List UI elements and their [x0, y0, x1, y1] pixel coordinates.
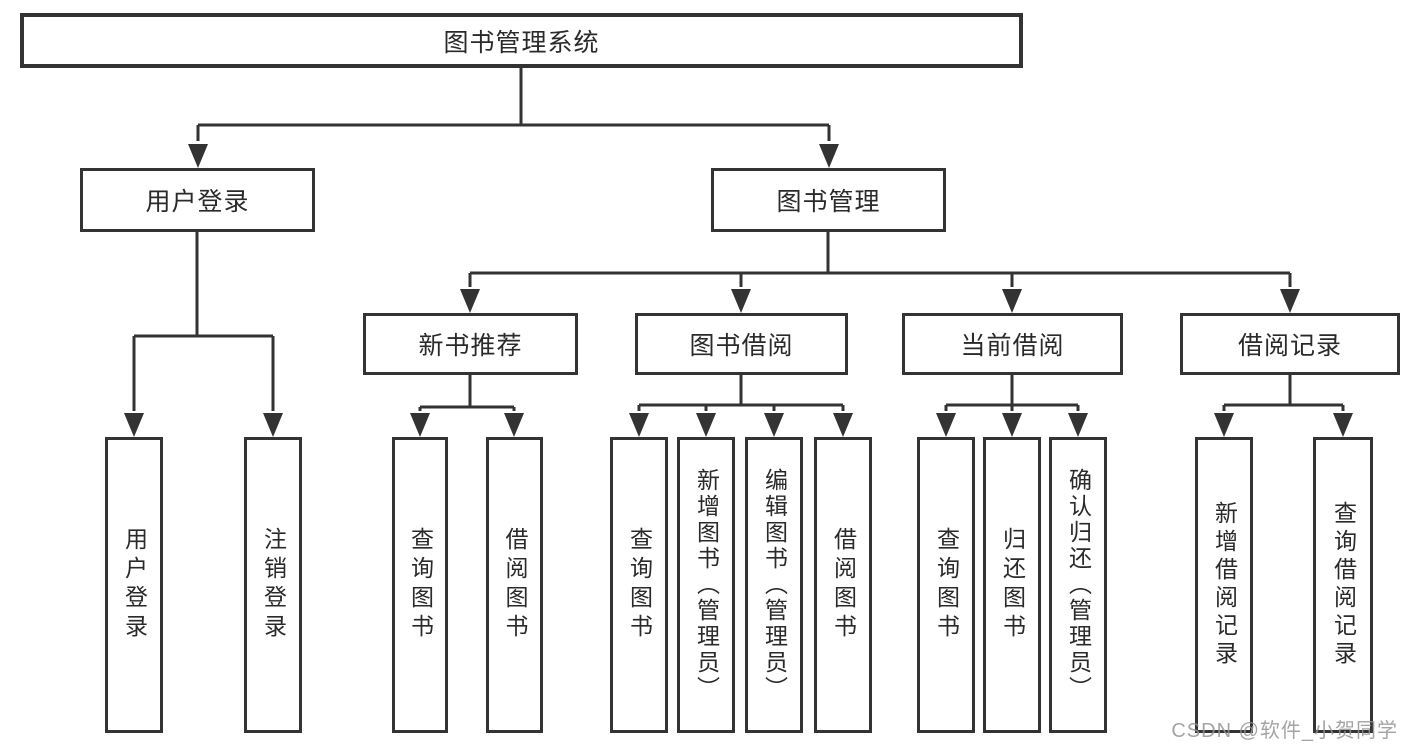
- module-borrow-records-label: 借阅记录: [1237, 332, 1342, 360]
- module-new-book-recommend-label: 新书推荐: [418, 332, 523, 360]
- connector-newbook-to-leaves: [418, 375, 516, 411]
- leaf-query-borrow-record-label: 查询借阅记录: [1330, 501, 1357, 669]
- module-current-borrow: 当前借阅: [902, 313, 1123, 375]
- root-node-label: 图书管理系统: [443, 28, 600, 57]
- leaf-borrow-books: 借阅图书: [814, 437, 872, 733]
- leaf-borrow-books-label: 借阅图书: [830, 527, 857, 643]
- module-book-borrow-label: 图书借阅: [689, 332, 794, 360]
- leaf-query-books-recommend-label: 查询图书: [407, 527, 434, 643]
- connector-root-to-level2: [196, 68, 831, 141]
- leaf-add-borrow-record-label: 新增借阅记录: [1211, 501, 1238, 669]
- leaf-borrow-books-recommend-label: 借阅图书: [502, 527, 528, 643]
- connector-bookmgmt-to-level3: [468, 232, 1292, 287]
- leaf-add-borrow-record: 新增借阅记录: [1195, 437, 1253, 733]
- connector-current-to-leaves: [944, 375, 1080, 411]
- branch-book-management-label: 图书管理: [776, 188, 881, 216]
- leaf-query-books-borrow: 查询图书: [610, 437, 668, 733]
- branch-book-management: 图书管理: [711, 168, 946, 232]
- connector-borrow-to-leaves: [637, 375, 845, 411]
- connector-login-to-leaves: [132, 232, 275, 411]
- connector-records-to-leaves: [1222, 375, 1345, 411]
- leaf-query-books-current: 查询图书: [917, 437, 975, 733]
- leaf-confirm-return-admin-label: 确认归还（管理员）: [1065, 468, 1092, 702]
- arrowheads: [124, 144, 1353, 437]
- leaf-logout-label: 注销登录: [260, 527, 287, 643]
- branch-user-login-label: 用户登录: [145, 188, 250, 216]
- leaf-user-login-label: 用户登录: [121, 527, 148, 643]
- leaf-add-book-admin-label: 新增图书（管理员）: [693, 468, 720, 702]
- module-new-book-recommend: 新书推荐: [363, 313, 578, 375]
- leaf-borrow-books-recommend: 借阅图书: [486, 437, 543, 733]
- leaf-user-login: 用户登录: [105, 437, 163, 733]
- leaf-edit-book-admin-label: 编辑图书（管理员）: [761, 468, 788, 702]
- leaf-logout: 注销登录: [244, 437, 302, 733]
- leaf-return-book-label: 归还图书: [999, 527, 1026, 643]
- root-node: 图书管理系统: [20, 13, 1023, 68]
- leaf-query-books-recommend: 查询图书: [392, 437, 448, 733]
- leaf-query-borrow-record: 查询借阅记录: [1313, 437, 1373, 733]
- module-current-borrow-label: 当前借阅: [960, 332, 1065, 360]
- module-book-borrow: 图书借阅: [635, 313, 848, 375]
- leaf-confirm-return-admin: 确认归还（管理员）: [1049, 437, 1107, 733]
- leaf-return-book: 归还图书: [983, 437, 1041, 733]
- module-borrow-records: 借阅记录: [1180, 313, 1400, 375]
- leaf-add-book-admin: 新增图书（管理员）: [677, 437, 735, 733]
- watermark: CSDN @软件_小贺同学: [1171, 720, 1398, 742]
- leaf-query-books-current-label: 查询图书: [933, 527, 960, 643]
- leaf-edit-book-admin: 编辑图书（管理员）: [745, 437, 803, 733]
- branch-user-login: 用户登录: [80, 168, 315, 232]
- leaf-query-books-borrow-label: 查询图书: [626, 527, 653, 643]
